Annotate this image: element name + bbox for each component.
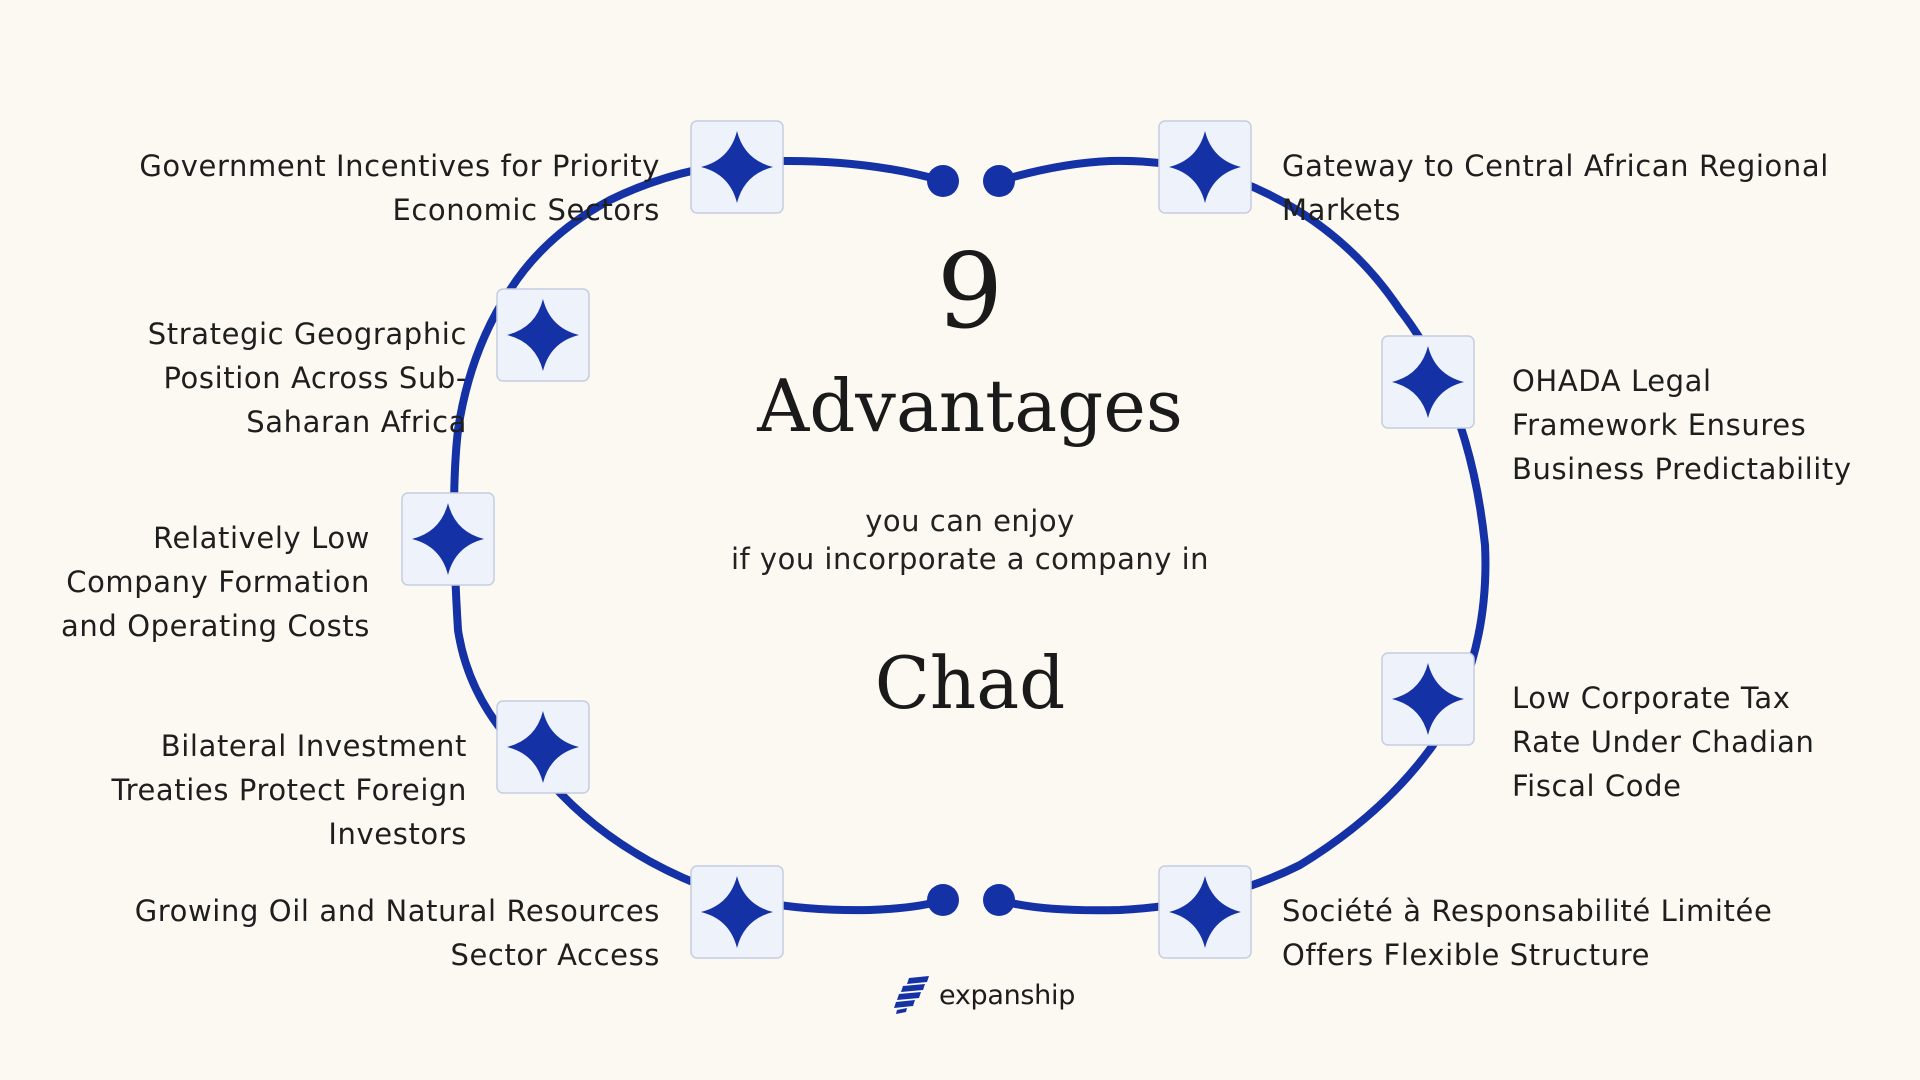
advantage-icon-box-1 (690, 120, 784, 214)
advantage-label-line: Offers Flexible Structure (1282, 938, 1651, 972)
advantage-label-line: OHADA Legal (1512, 364, 1712, 398)
advantage-icon-box-9 (1158, 865, 1252, 959)
star-icon (701, 131, 773, 203)
logo-text: expanship (939, 979, 1076, 1011)
advantage-label-line: Sector Access (450, 938, 660, 972)
advantage-icon-box-2 (496, 288, 590, 382)
advantage-icon-box-4 (496, 700, 590, 794)
advantage-label-line: Treaties Protect Foreign (111, 773, 467, 807)
advantage-label-line: Rate Under Chadian (1512, 725, 1815, 759)
diagram-title: Advantages (757, 364, 1183, 448)
advantage-label-line: Growing Oil and Natural Resources (134, 894, 660, 928)
ring-dot-top-left (927, 165, 959, 197)
advantage-label-line: Investors (328, 817, 467, 851)
star-icon (1392, 663, 1464, 735)
ring-dot-top-right (983, 165, 1015, 197)
country-name: Chad (874, 641, 1066, 725)
brand-logo: expanship (893, 975, 1075, 1015)
advantage-label-line: Low Corporate Tax (1512, 681, 1791, 715)
advantage-icon-box-8 (1381, 652, 1475, 746)
advantage-label-line: Relatively Low (153, 521, 370, 555)
star-icon (1169, 131, 1241, 203)
star-icon (412, 503, 484, 575)
ring-dot-bottom-left (927, 884, 959, 916)
star-icon (507, 711, 579, 783)
expanship-logo-icon (894, 976, 929, 1014)
advantage-icon-box-5 (690, 865, 784, 959)
advantage-label-line: Markets (1282, 193, 1401, 227)
ring-dot-bottom-right (983, 884, 1015, 916)
diagram-subtitle: you can enjoy if you incorporate a compa… (660, 502, 1280, 578)
subtitle-line-1: you can enjoy (865, 504, 1075, 538)
star-icon (1392, 346, 1464, 418)
advantage-label-line: Société à Responsabilité Limitée (1282, 894, 1773, 928)
advantage-label-line: Government Incentives for Priority (139, 149, 660, 183)
advantage-icon-box-3 (401, 492, 495, 586)
star-icon (701, 876, 773, 948)
advantage-label-line: Company Formation (66, 565, 370, 599)
advantage-icon-box-6 (1158, 120, 1252, 214)
advantage-label-line: Gateway to Central African Regional (1282, 149, 1829, 183)
advantage-label-line: Bilateral Investment (160, 729, 467, 763)
advantage-label-line: and Operating Costs (61, 609, 370, 643)
advantage-label-line: Business Predictability (1512, 452, 1852, 486)
advantage-label-line: Fiscal Code (1512, 769, 1682, 803)
advantage-count: 9 (936, 230, 1004, 352)
star-icon (1169, 876, 1241, 948)
advantage-label-line: Economic Sectors (392, 193, 660, 227)
advantage-label-line: Position Across Sub- (163, 361, 467, 395)
advantage-label-line: Strategic Geographic (147, 317, 467, 351)
advantage-icon-box-7 (1381, 335, 1475, 429)
subtitle-line-2: if you incorporate a company in (730, 542, 1210, 576)
advantage-label-line: Framework Ensures (1512, 408, 1807, 442)
star-icon (507, 299, 579, 371)
advantage-label-line: Saharan Africa (246, 405, 467, 439)
